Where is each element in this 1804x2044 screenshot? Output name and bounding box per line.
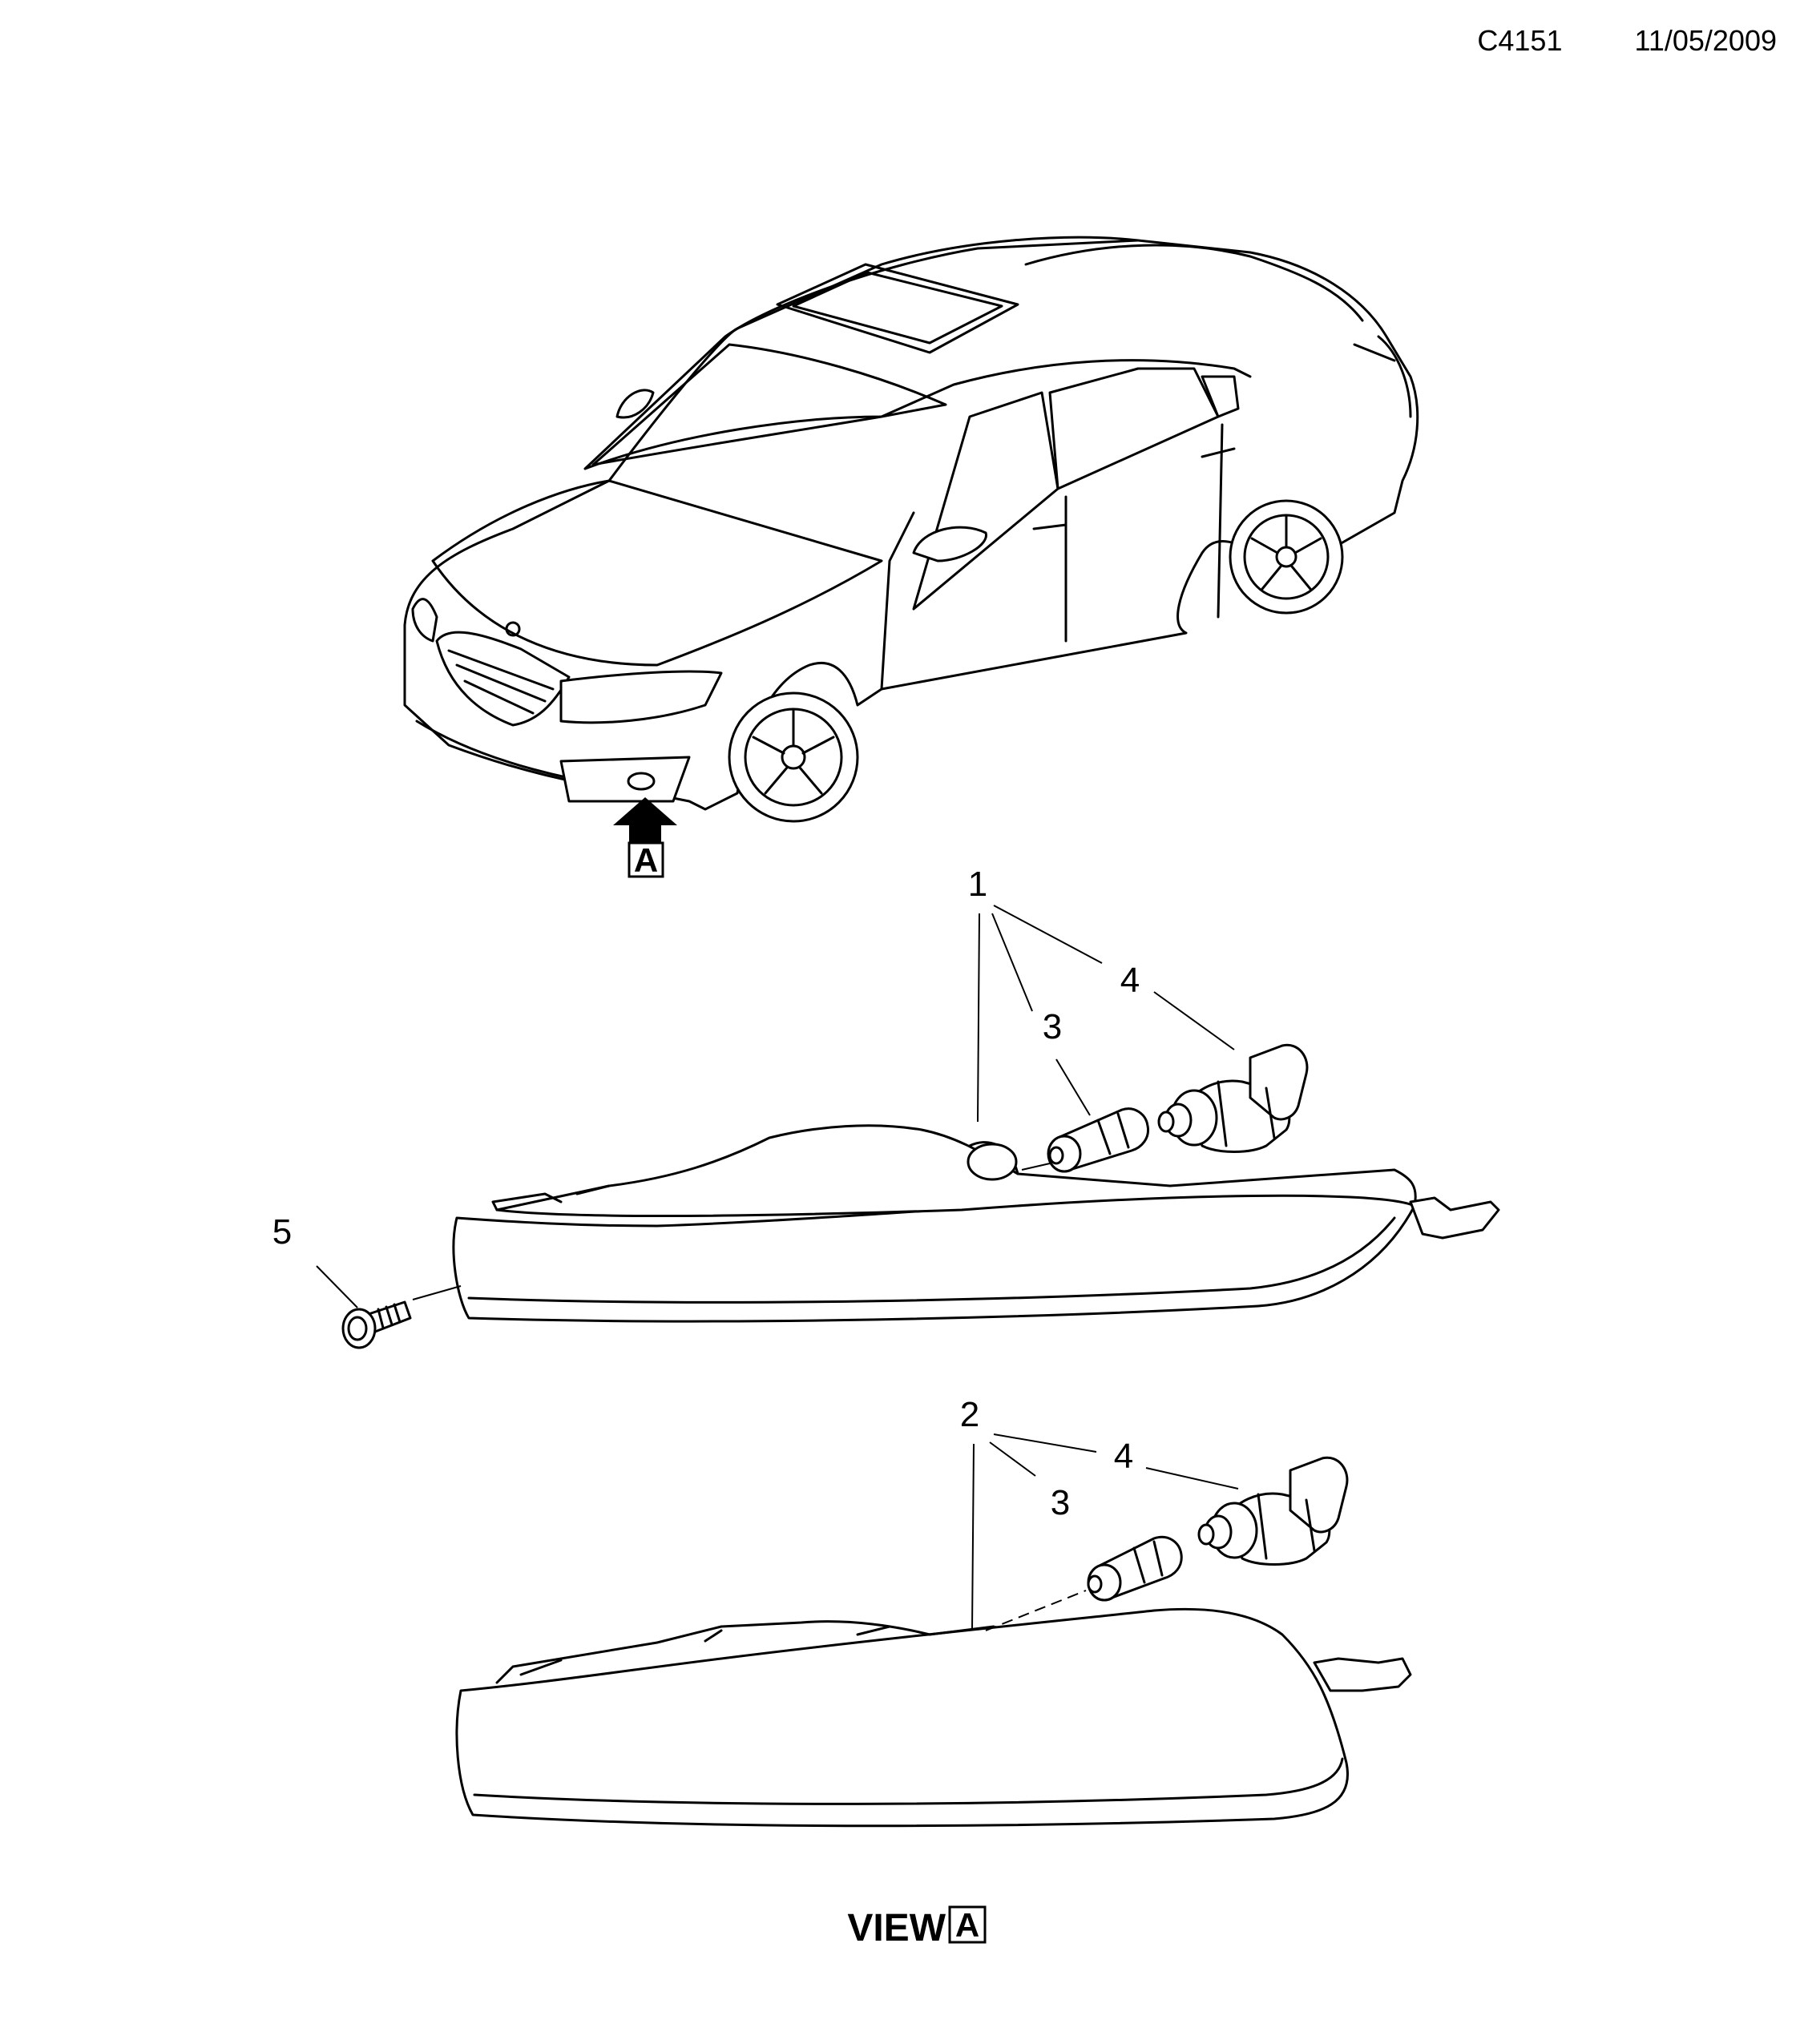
callout-4-lower: 4 — [1114, 1437, 1133, 1476]
drawing-header: C4151 11/05/2009 — [1477, 24, 1777, 58]
screw — [341, 1300, 412, 1349]
callout-3-upper: 3 — [1043, 1007, 1062, 1046]
view-label-letter: A — [955, 1906, 979, 1944]
upper-lamp-assembly — [452, 1124, 1500, 1323]
callout-1: 1 — [968, 865, 987, 904]
view-marker-letter: A — [634, 841, 658, 879]
callout-5: 5 — [272, 1212, 292, 1252]
car-illustration — [403, 236, 1419, 823]
view-label-word: VIEW — [847, 1907, 946, 1949]
callout-2: 2 — [960, 1395, 979, 1434]
drawing-date: 11/05/2009 — [1634, 24, 1777, 57]
view-marker-box: A — [628, 841, 664, 879]
socket-upper — [1157, 1043, 1309, 1153]
view-a-arrow-icon — [613, 797, 677, 851]
bulb-lower — [1087, 1535, 1183, 1602]
drawing-code: C4151 — [1477, 24, 1563, 57]
bulb-upper — [1047, 1107, 1150, 1173]
leader-lines-lower — [971, 1433, 1239, 1631]
socket-lower — [1197, 1456, 1349, 1566]
view-label: VIEW A — [847, 1905, 987, 1949]
callout-4-upper: 4 — [1120, 961, 1140, 1000]
leader-lines-upper — [316, 905, 1235, 1308]
callout-3-lower: 3 — [1051, 1483, 1070, 1522]
lower-lamp-assembly — [455, 1607, 1412, 1828]
